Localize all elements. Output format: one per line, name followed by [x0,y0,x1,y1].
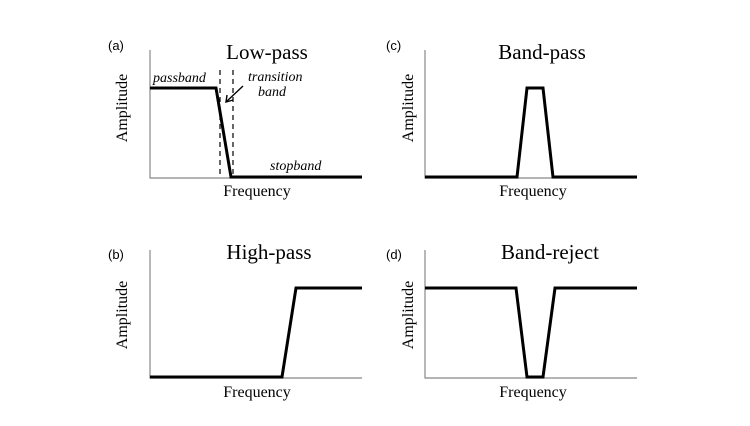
x-axis-label: Frequency [499,183,567,200]
y-axis-label: Amplitude [114,281,131,349]
arrow-icon [225,85,244,103]
transition-band-label: band [258,85,287,100]
x-axis-label: Frequency [499,384,567,401]
panel-title: Low-pass [226,40,308,64]
y-axis-label: Amplitude [400,281,417,349]
panel-letter: (b) [108,247,124,262]
response-curve [425,86,637,179]
response-curve [150,86,362,179]
panel-low-pass: (a) Low-pass Amplitude Frequency passban… [108,38,362,200]
stopband-label: stopband [270,159,322,174]
response-curve [425,286,637,379]
panel-letter: (c) [386,38,401,53]
panel-band-pass: (c) Band-pass Amplitude Frequency [386,38,637,200]
panel-letter: (a) [108,38,124,53]
y-axis-label: Amplitude [114,74,131,142]
response-curve [150,286,362,379]
x-axis-label: Frequency [223,183,291,200]
panel-letter: (d) [386,247,402,262]
transition-label: transition [248,70,302,85]
axes [149,250,362,379]
panel-title: High-pass [226,240,311,264]
panel-high-pass: (b) High-pass Amplitude Frequency [108,240,362,401]
axes [424,250,637,379]
panel-title: Band-pass [498,40,586,64]
y-axis-label: Amplitude [400,74,417,142]
panel-band-reject: (d) Band-reject Amplitude Frequency [386,240,637,401]
passband-label: passband [152,71,207,86]
axes [424,50,637,179]
x-axis-label: Frequency [223,384,291,401]
panel-title: Band-reject [501,240,599,264]
